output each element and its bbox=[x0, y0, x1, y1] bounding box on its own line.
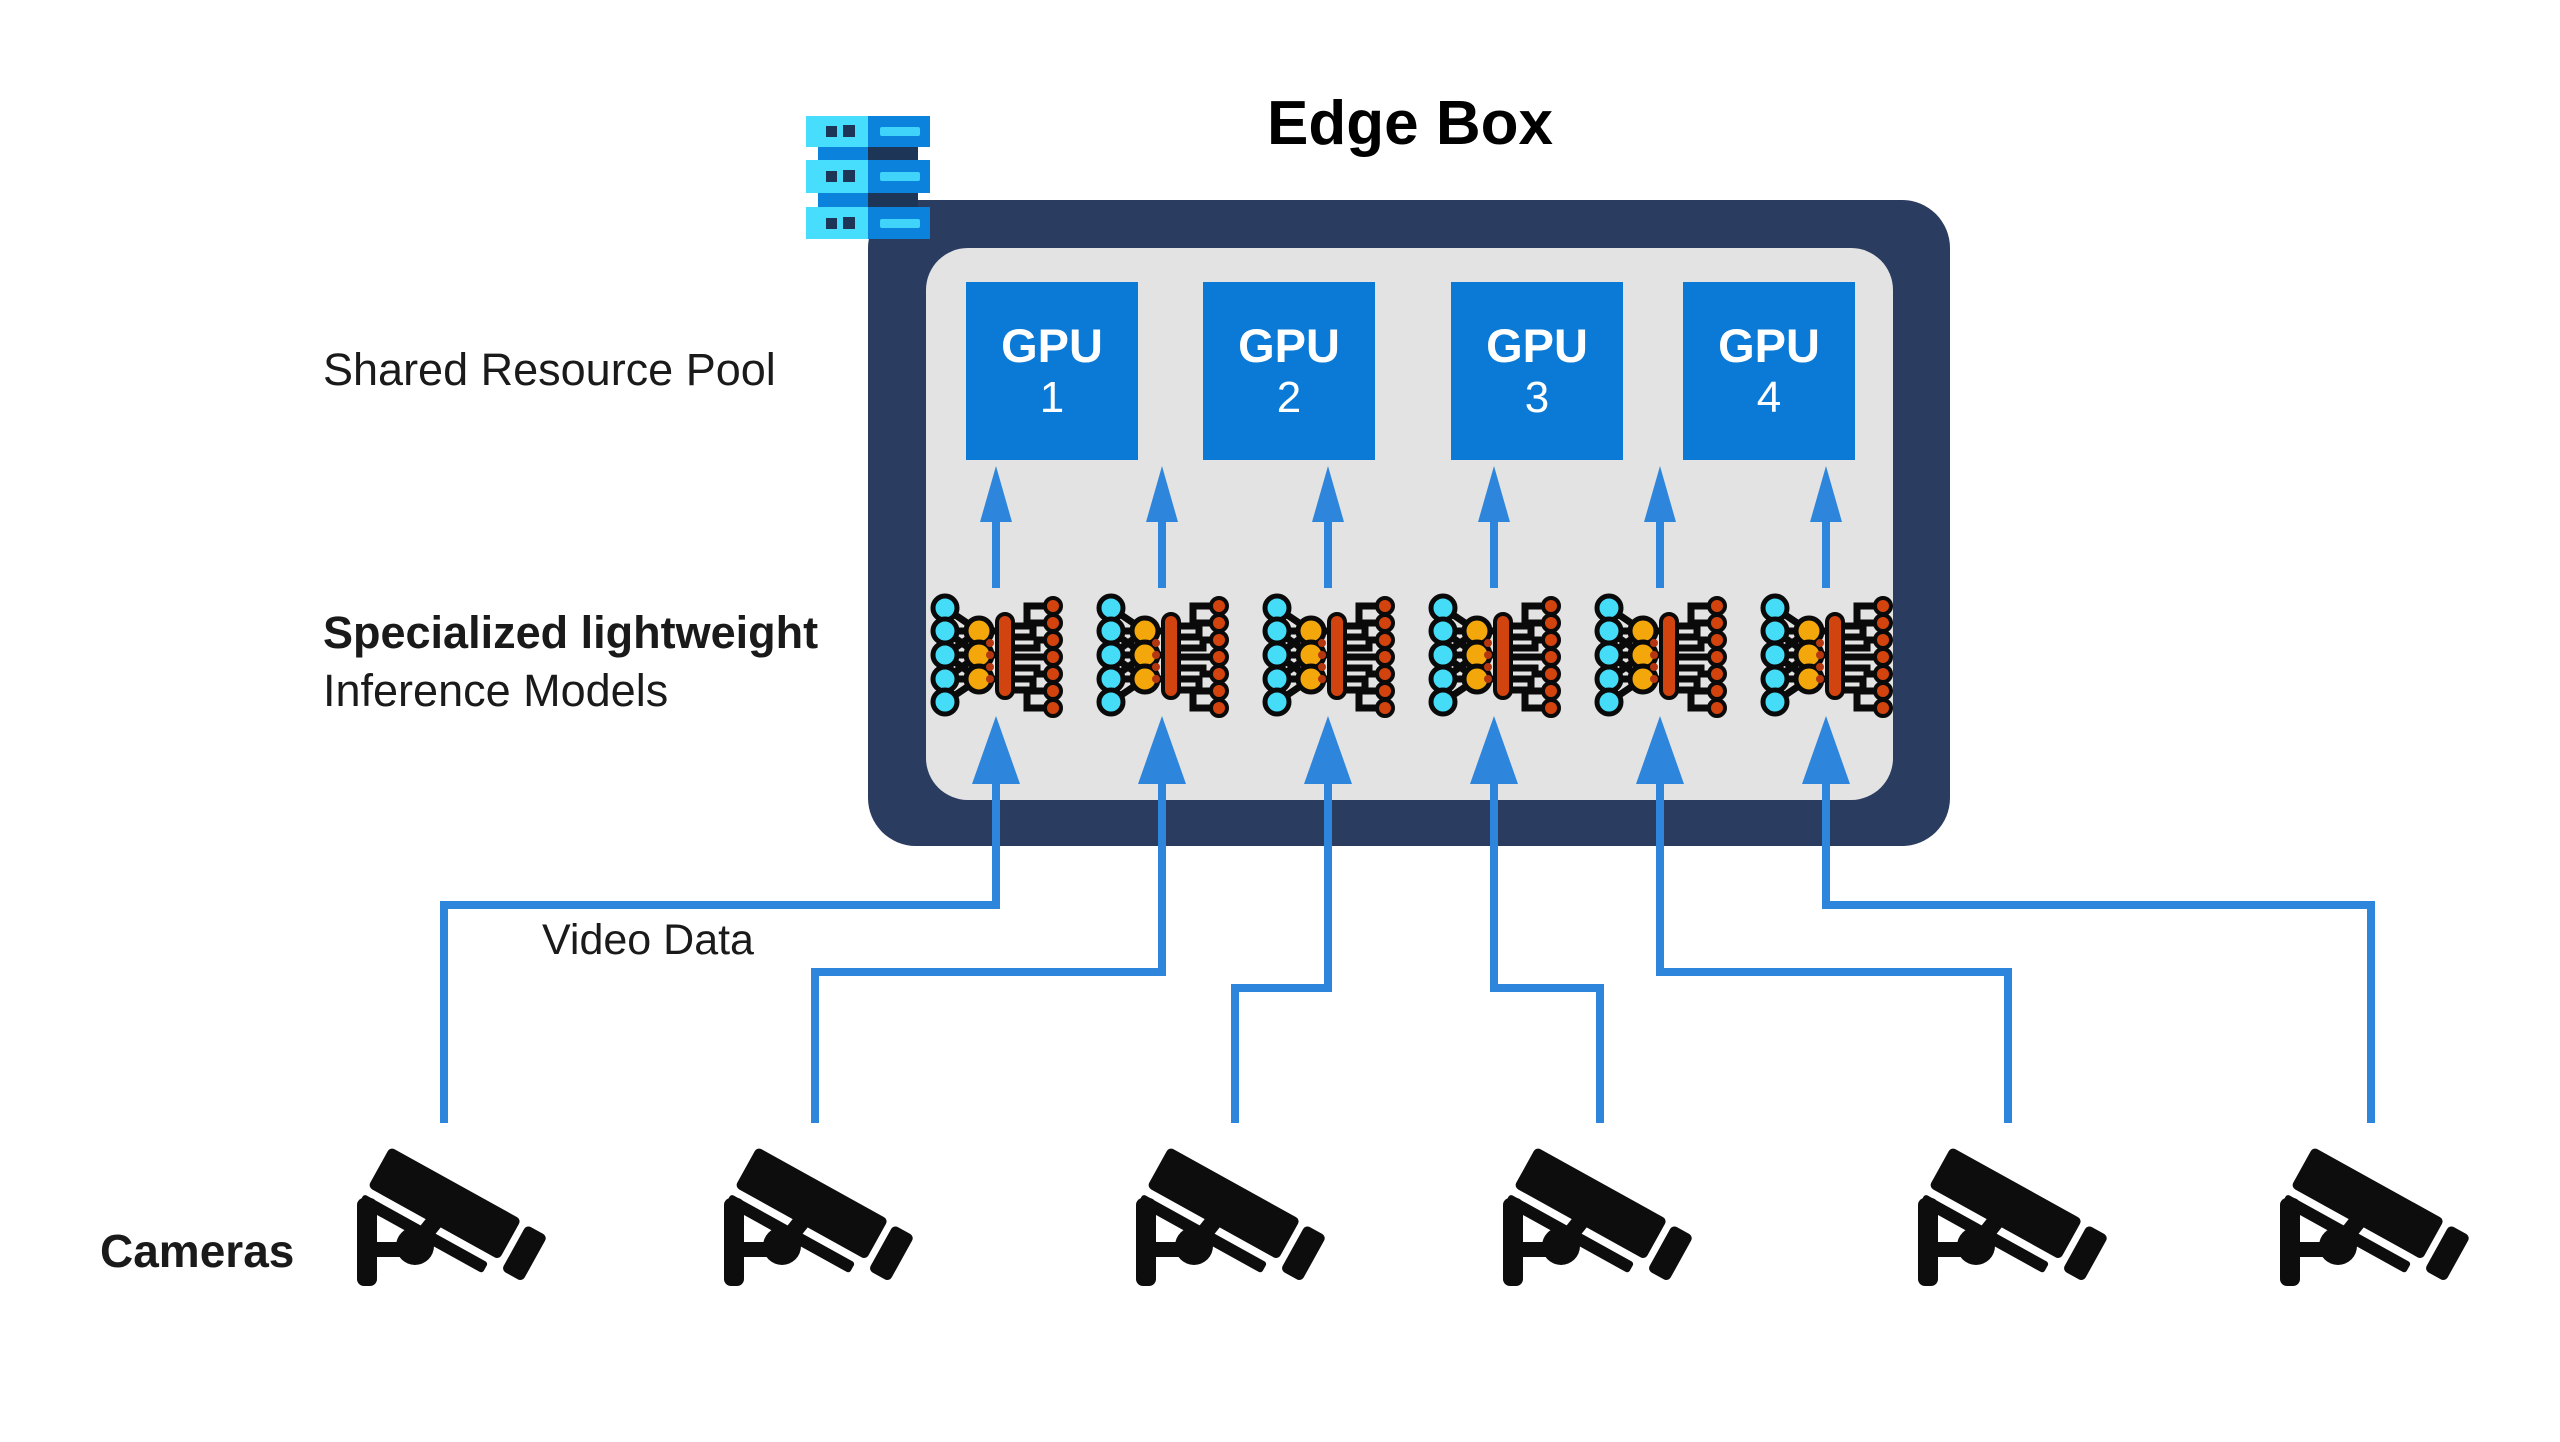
label-specialized-lightweight: Specialized lightweight bbox=[323, 607, 819, 658]
label-inference-models: Specialized lightweight Inference Models bbox=[323, 604, 818, 720]
gpu-label: GPU bbox=[1001, 319, 1103, 373]
cctv-camera-icon bbox=[1503, 1147, 1694, 1292]
neural-network-icon bbox=[1763, 596, 1891, 716]
gpu-box-4: GPU 4 bbox=[1683, 282, 1855, 460]
gpu-number: 1 bbox=[1039, 372, 1065, 422]
gpu-label: GPU bbox=[1718, 319, 1820, 373]
cctv-camera-icon bbox=[1136, 1147, 1327, 1292]
neural-network-icon bbox=[1099, 596, 1227, 716]
gpu-box-2: GPU 2 bbox=[1203, 282, 1375, 460]
neural-network-icon bbox=[1265, 596, 1393, 716]
cctv-camera-icon bbox=[357, 1147, 548, 1292]
label-cameras: Cameras bbox=[100, 1225, 295, 1277]
gpu-number: 3 bbox=[1524, 372, 1550, 422]
gpu-box-3: GPU 3 bbox=[1451, 282, 1623, 460]
gpu-box-1: GPU 1 bbox=[966, 282, 1138, 460]
cctv-camera-icon bbox=[724, 1147, 915, 1292]
gpu-label: GPU bbox=[1486, 319, 1588, 373]
cctv-camera-icon bbox=[2280, 1147, 2471, 1292]
model-to-gpu-arrows bbox=[992, 512, 1830, 588]
neural-network-icon bbox=[933, 596, 1061, 716]
gpu-number: 4 bbox=[1756, 372, 1782, 422]
label-shared-resource-pool: Shared Resource Pool bbox=[323, 344, 776, 395]
model-arrowheads bbox=[980, 466, 1842, 522]
gpu-label: GPU bbox=[1238, 319, 1340, 373]
neural-network-icon bbox=[1431, 596, 1559, 716]
server-stack-icon bbox=[806, 116, 930, 239]
label-inference-models-line2: Inference Models bbox=[323, 665, 669, 716]
gpu-number: 2 bbox=[1276, 372, 1302, 422]
camera-arrowheads bbox=[972, 716, 1850, 784]
video-data-connectors bbox=[440, 774, 2375, 1123]
label-video-data: Video Data bbox=[542, 916, 754, 964]
neural-network-icon bbox=[1597, 596, 1725, 716]
cctv-camera-icon bbox=[1918, 1147, 2109, 1292]
page-title: Edge Box bbox=[1267, 89, 1553, 158]
